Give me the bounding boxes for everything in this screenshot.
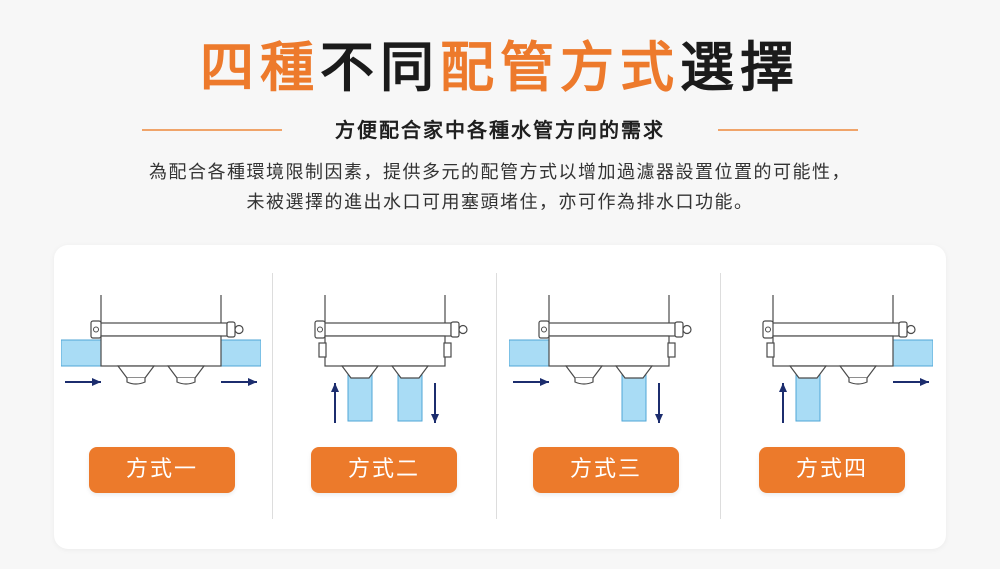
arrow-head [779,383,787,392]
clamp-latch [898,321,908,338]
arrow-head [920,378,929,386]
port-fitting [390,365,430,379]
port-fitting [788,365,828,379]
clamp-pin [765,326,771,333]
clamp-screw [906,324,916,335]
manifold-body [772,335,894,367]
plug-cap [176,378,196,385]
subtitle: 方便配合家中各種水管方向的需求 [335,118,665,142]
title-part-4: 選擇 [680,36,800,99]
column-divider [720,273,721,519]
port-fitting [116,365,156,379]
manifold-body [100,335,222,367]
title-part-3: 配管方式 [440,36,680,99]
clamp-pin [93,326,99,333]
title-part-1: 四種 [200,36,320,99]
column-divider [272,273,273,519]
inlet-pipe [61,339,104,367]
plug-cap [443,342,452,358]
column-divider [496,273,497,519]
clamp-hinge [90,320,102,339]
clamp-band [322,322,452,337]
clamp-band [770,322,900,337]
clamp-band [98,322,228,337]
subtitle-left-rule [142,129,282,131]
clamp-latch [226,321,236,338]
description-line-2: 未被選擇的進出水口可用塞頭堵住，亦可作為排水口功能。 [246,192,754,213]
port-fitting [838,365,878,379]
option-3-diagram [509,295,692,423]
port-fitting [166,365,206,379]
option-4-diagram [762,295,933,423]
inlet-bottom-pipe [347,370,373,422]
inlet-bottom-pipe [795,370,821,422]
clamp-pin [317,326,323,333]
port-fitting [614,365,654,379]
clamp-screw [682,324,692,335]
arrow-head [431,414,439,423]
plug-cap [318,342,327,358]
title-part-2: 不同 [320,36,440,99]
clamp-pin [541,326,547,333]
subtitle-row: 方便配合家中各種水管方向的需求 [0,114,1000,146]
arrow-head [92,378,101,386]
plug-cap [574,378,594,385]
clamp-hinge [538,320,550,339]
plug-cap [126,378,146,385]
arrow-head [248,378,257,386]
plug-cap [667,342,676,358]
arrow-head [540,378,549,386]
arrow-head [331,383,339,392]
clamp-screw [234,324,244,335]
manifold-body [548,335,670,367]
option-1-button[interactable]: 方式一 [89,447,235,493]
plug-cap [766,342,775,358]
options-card: 方式一 方式二 方式三 方式四 [54,245,946,549]
option-1-diagram [61,295,261,386]
option-4-button[interactable]: 方式四 [759,447,905,493]
clamp-band [546,322,676,337]
outlet-pipe [890,339,933,367]
clamp-latch [450,321,460,338]
manifold-body [324,335,446,367]
inlet-pipe [509,339,552,367]
outlet-pipe [218,339,261,367]
subtitle-right-rule [718,129,858,131]
clamp-screw [458,324,468,335]
plug-cap [848,378,868,385]
clamp-hinge [762,320,774,339]
option-2-diagram [314,295,468,423]
arrow-head [655,414,663,423]
clamp-latch [674,321,684,338]
port-fitting [564,365,604,379]
outlet-bottom-pipe [621,370,647,422]
page-title: 四種不同配管方式選擇 [0,28,1000,108]
clamp-hinge [314,320,326,339]
option-2-button[interactable]: 方式二 [311,447,457,493]
option-3-button[interactable]: 方式三 [533,447,679,493]
port-fitting [340,365,380,379]
description-line-1: 為配合各種環境限制因素，提供多元的配管方式以增加過濾器設置位置的可能性， [149,162,851,183]
